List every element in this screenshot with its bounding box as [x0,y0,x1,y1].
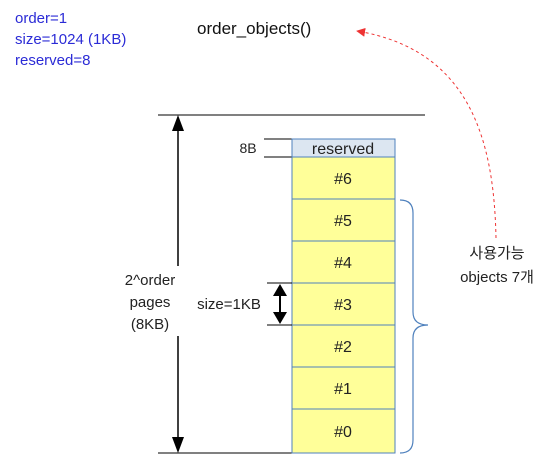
object-block-2 [291,324,396,368]
total-label-line-2: pages [130,294,171,311]
object-size-label: size=1KB [197,296,261,313]
param-order: order=1 [15,10,68,27]
dashed-curved-arrow-icon [356,27,497,239]
reserved-size-label: 8B [239,140,256,156]
param-reserved: reserved=8 [15,52,91,69]
object-block-5 [291,198,396,242]
object-size-arrow [267,282,292,326]
object-label-3: #3 [334,297,352,314]
object-label-4: #4 [334,255,352,272]
object-block-4 [291,240,396,284]
object-block-6 [291,156,396,200]
available-label-line-2: objects 7개 [460,269,534,286]
total-label-line-1: 2^order [125,272,175,289]
total-label-mask [108,266,192,336]
object-block-3 [291,282,396,326]
object-label-1: #1 [334,381,352,398]
function-title: order_objects() [197,19,312,38]
parameter-list: order=1 size=1024 (1KB) reserved=8 [15,8,126,71]
object-label-5: #5 [334,213,352,230]
reserved-label: reserved [312,141,374,158]
object-block-1 [291,366,396,410]
object-block-0 [291,408,396,454]
object-label-0: #0 [334,424,352,441]
available-label-line-1: 사용가능 [469,245,524,262]
object-label-2: #2 [334,339,352,356]
param-size: size=1024 (1KB) [15,31,127,48]
right-curly-brace-icon [399,199,429,454]
total-label-line-3: (8KB) [131,316,169,333]
object-label-6: #6 [334,171,352,188]
